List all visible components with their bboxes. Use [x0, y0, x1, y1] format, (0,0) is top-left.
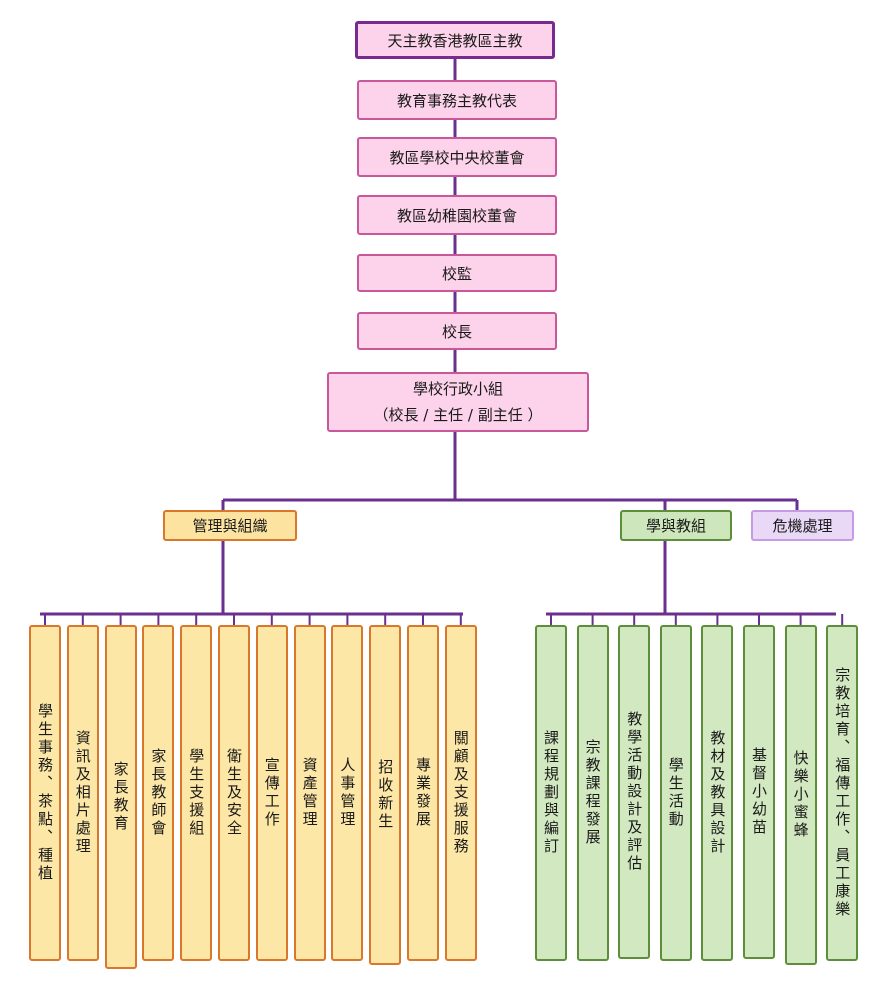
teaching-column-label: 課程規劃與編訂: [542, 730, 560, 856]
principal-label: 校長: [441, 322, 472, 341]
teaching-column-7: 快樂小蜜蜂: [784, 625, 817, 965]
teaching-column-label: 學生活動: [666, 757, 685, 829]
management-column-label: 家長教師會: [149, 748, 168, 838]
teaching-column-label: 宗教課程發展: [583, 739, 602, 847]
management-column-8: 資產管理: [293, 625, 326, 961]
kindergarten-board-box: 教區幼稚園校董會: [357, 195, 557, 235]
management-column-7: 宣傳工作: [255, 625, 288, 961]
teaching-column-6: 基督小幼苗: [743, 625, 775, 959]
management-column-label: 衛生及安全: [225, 748, 243, 838]
management-column-6: 衛生及安全: [218, 625, 250, 961]
management-column-11: 專業發展: [407, 625, 439, 961]
crisis-label: 危機處理: [772, 517, 833, 535]
admin-group-members: （校長 / 主任 / 副主任 ）: [373, 406, 543, 424]
management-label: 管理與組織: [192, 517, 268, 535]
management-column-label: 招收新生: [376, 759, 395, 831]
supervisor-label: 校監: [441, 264, 472, 283]
management-column-9: 人事管理: [331, 625, 364, 961]
supervisor-box: 校監: [357, 254, 557, 292]
management-column-12: 關顧及支援服務: [444, 625, 477, 961]
teaching-column-label: 快樂小蜜蜂: [791, 750, 810, 840]
management-column-label: 專業發展: [414, 757, 432, 829]
teaching-column-label: 教材及教具設計: [708, 730, 727, 856]
management-column-5: 學生支援組: [180, 625, 213, 961]
management-column-label: 家長教育: [111, 761, 130, 833]
bishop-label: 天主教香港教區主教: [387, 31, 523, 50]
teaching-column-1: 課程規劃與編訂: [535, 625, 567, 961]
management-column-label: 人事管理: [338, 757, 357, 829]
management-column-label: 資產管理: [300, 757, 319, 829]
management-column-label: 關顧及支援服務: [451, 730, 470, 856]
teaching-column-5: 教材及教具設計: [701, 625, 734, 961]
bishop-box: 天主教香港教區主教: [355, 21, 555, 59]
teaching-column-label: 基督小幼苗: [750, 747, 768, 837]
principal-box: 校長: [357, 312, 557, 350]
management-column-label: 宣傳工作: [262, 757, 281, 829]
management-column-1: 學生事務、茶點、種植: [29, 625, 61, 961]
teaching-column-3: 教學活動設計及評估: [618, 625, 651, 959]
management-column-label: 資訊及相片處理: [73, 730, 92, 856]
central-school-board-label: 教區學校中央校董會: [389, 148, 525, 167]
management-column-3: 家長教育: [104, 625, 137, 969]
admin-group-box: 學校行政小組 （校長 / 主任 / 副主任 ）: [327, 372, 589, 432]
teaching-column-label: 宗教培育、福傳工作、員工康樂: [833, 667, 852, 919]
teaching-column-2: 宗教課程發展: [576, 625, 609, 961]
admin-group-title: 學校行政小組: [412, 380, 503, 398]
management-column-10: 招收新生: [369, 625, 402, 965]
kindergarten-board-label: 教區幼稚園校董會: [396, 206, 517, 225]
teaching-box: 學與教組: [620, 510, 732, 541]
crisis-box: 危機處理: [751, 510, 854, 541]
teaching-column-8: 宗教培育、福傳工作、員工康樂: [826, 625, 859, 961]
management-column-label: 學生支援組: [187, 748, 206, 838]
episcopal-delegate-label: 教育事務主教代表: [396, 91, 517, 110]
management-column-label: 學生事務、茶點、種植: [36, 703, 54, 883]
teaching-column-label: 教學活動設計及評估: [625, 711, 644, 873]
management-column-4: 家長教師會: [142, 625, 175, 961]
central-school-board-box: 教區學校中央校董會: [357, 137, 557, 177]
episcopal-delegate-box: 教育事務主教代表: [357, 80, 557, 120]
management-column-2: 資訊及相片處理: [66, 625, 99, 961]
teaching-column-4: 學生活動: [659, 625, 692, 961]
teaching-label: 學與教組: [645, 517, 706, 535]
management-box: 管理與組織: [163, 510, 297, 541]
